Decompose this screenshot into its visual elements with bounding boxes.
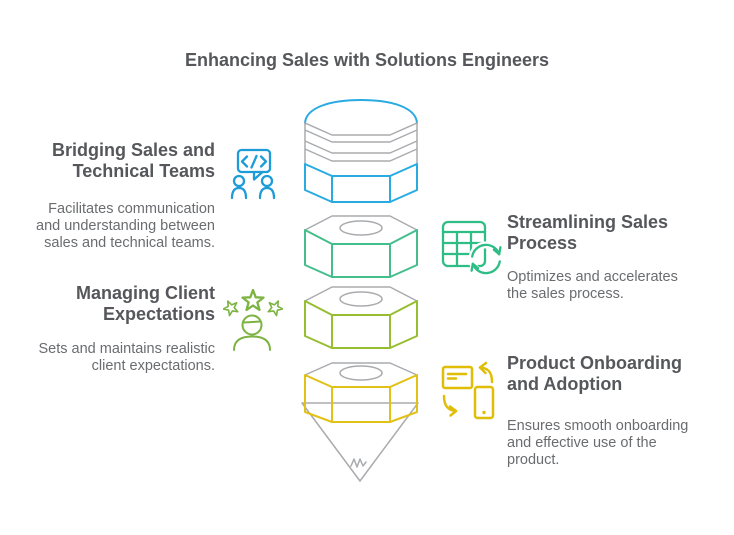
section-heading-managing: Managing Client Expectations <box>76 283 215 324</box>
code-chat-icon <box>230 144 290 202</box>
funnel-spout-cone <box>301 402 419 482</box>
section-heading-bridging: Bridging Sales and Technical Teams <box>51 140 215 181</box>
device-sync-icon <box>440 361 496 427</box>
section-description-streamlining: Optimizes and accelerates the sales proc… <box>507 269 678 302</box>
section-heading-onboarding: Product Onboarding and Adoption <box>507 353 682 394</box>
funnel-layer-hex-top <box>304 215 418 278</box>
funnel-diagram <box>301 99 419 482</box>
section-heading-streamlining: Streamlining Sales Process <box>507 212 669 253</box>
funnel-layer-hex-bottom <box>304 362 418 423</box>
table-refresh-icon <box>440 216 504 276</box>
page-title: Enhancing Sales with Solutions Engineers <box>184 50 550 70</box>
section-description-onboarding: Ensures smooth onboarding and effective … <box>507 418 689 468</box>
section-description-managing: Sets and maintains realistic client expe… <box>38 341 216 374</box>
section-description-bridging: Facilitates communication and understand… <box>36 201 215 251</box>
funnel-layer-hex-middle <box>304 286 418 349</box>
funnel-layer-top-stack <box>304 99 418 203</box>
client-stars-icon <box>223 289 283 351</box>
